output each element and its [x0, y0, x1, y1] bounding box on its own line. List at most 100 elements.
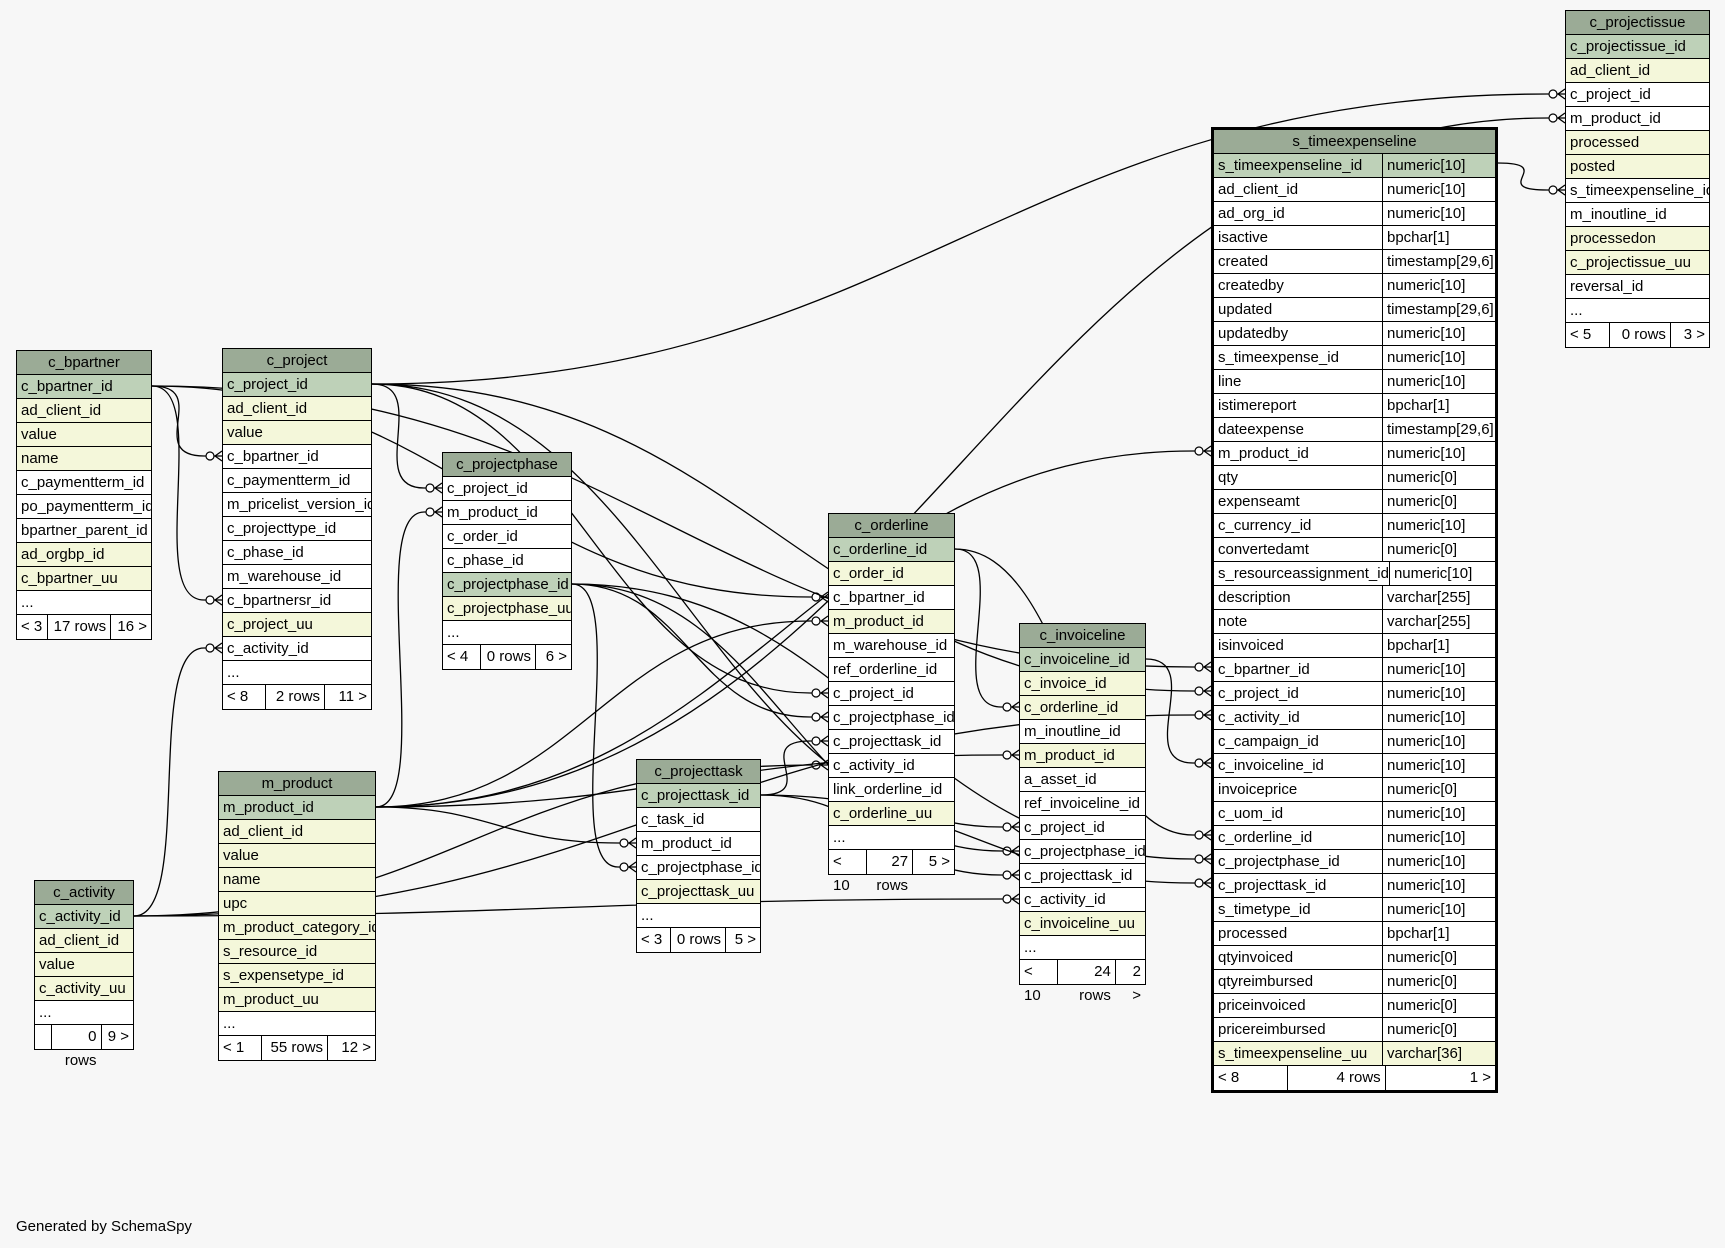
column-row[interactable]: ad_client_id [35, 929, 133, 953]
column-row[interactable]: m_product_id [637, 832, 760, 856]
column-row[interactable]: m_product_id [443, 501, 571, 525]
column-row[interactable]: c_activity_id [35, 905, 133, 929]
column-row[interactable]: reversal_id [1566, 275, 1709, 299]
column-row[interactable]: m_warehouse_id [223, 565, 371, 589]
parents-count[interactable]: < 5 [1566, 323, 1610, 347]
table-title[interactable]: c_project [223, 349, 371, 373]
column-row[interactable]: ... [829, 826, 954, 850]
column-row[interactable]: m_inoutline_id [1566, 203, 1709, 227]
children-count[interactable]: 5 > [928, 853, 950, 870]
column-row[interactable]: m_inoutline_id [1020, 720, 1145, 744]
children-count[interactable]: 12 > [341, 1039, 371, 1056]
column-row[interactable]: ad_client_id [219, 820, 375, 844]
column-row[interactable]: c_phase_id [223, 541, 371, 565]
column-row[interactable]: c_project_id [1020, 816, 1145, 840]
parents-count[interactable] [35, 1025, 52, 1049]
table-title[interactable]: c_projectissue [1566, 11, 1709, 35]
column-row[interactable]: s_expensetype_id [219, 964, 375, 988]
column-row[interactable]: processedon [1566, 227, 1709, 251]
children-count[interactable]: 11 > [338, 688, 368, 705]
column-row[interactable]: c_project_id [829, 682, 954, 706]
column-row[interactable]: c_paymentterm_id [17, 471, 151, 495]
column-row[interactable]: c_projectphase_uu [443, 597, 571, 621]
column-row[interactable]: ... [637, 904, 760, 928]
column-row[interactable]: c_project_id [443, 477, 571, 501]
column-row[interactable]: upc [219, 892, 375, 916]
children-count[interactable]: 2 > [1132, 963, 1141, 1004]
column-row[interactable]: c_projecttask_id [829, 730, 954, 754]
column-row[interactable]: c_projectphase_id [443, 573, 571, 597]
parents-count[interactable]: < 3 [637, 928, 672, 952]
table-title[interactable]: c_projectphase [443, 453, 571, 477]
column-row[interactable]: ... [1566, 299, 1709, 323]
column-row[interactable]: c_bpartner_id [223, 445, 371, 469]
children-count[interactable]: 9 > [107, 1028, 129, 1045]
column-row[interactable]: value [35, 953, 133, 977]
column-row[interactable]: ref_orderline_id [829, 658, 954, 682]
column-row[interactable]: link_orderline_id [829, 778, 954, 802]
children-count[interactable]: 3 > [1683, 326, 1705, 343]
column-row[interactable]: c_project_id [223, 373, 371, 397]
column-row[interactable]: c_order_id [443, 525, 571, 549]
children-count[interactable]: 1 > [1469, 1069, 1491, 1086]
column-row[interactable]: c_paymentterm_id [223, 469, 371, 493]
column-row[interactable]: c_order_id [829, 562, 954, 586]
column-row[interactable]: m_product_id [829, 610, 954, 634]
column-row[interactable]: value [223, 421, 371, 445]
table-title[interactable]: m_product [219, 772, 375, 796]
column-row[interactable]: m_pricelist_version_id [223, 493, 371, 517]
column-row[interactable]: ad_orgbp_id [17, 543, 151, 567]
column-row[interactable]: c_bpartner_id [17, 375, 151, 399]
column-row[interactable]: c_activity_uu [35, 977, 133, 1001]
column-row[interactable]: c_projectphase_id [1020, 840, 1145, 864]
children-count[interactable]: 6 > [545, 648, 567, 665]
column-row[interactable]: processed [1566, 131, 1709, 155]
column-row[interactable]: c_invoice_id [1020, 672, 1145, 696]
column-row[interactable]: bpartner_parent_id [17, 519, 151, 543]
column-row[interactable]: m_product_id [1020, 744, 1145, 768]
column-row[interactable]: name [17, 447, 151, 471]
column-row[interactable]: c_projecttype_id [223, 517, 371, 541]
column-row[interactable]: m_product_uu [219, 988, 375, 1012]
column-row[interactable]: value [219, 844, 375, 868]
column-row[interactable]: m_product_category_id [219, 916, 375, 940]
column-row[interactable]: c_orderline_uu [829, 802, 954, 826]
column-row[interactable]: c_projecttask_id [1020, 864, 1145, 888]
column-row[interactable]: c_task_id [637, 808, 760, 832]
column-row[interactable]: ... [219, 1012, 375, 1036]
column-row[interactable]: ad_client_id [1566, 59, 1709, 83]
column-row[interactable]: c_orderline_id [829, 538, 954, 562]
column-row[interactable]: c_orderline_id [1020, 696, 1145, 720]
column-row[interactable]: c_activity_id [1020, 888, 1145, 912]
column-row[interactable]: ... [443, 621, 571, 645]
column-row[interactable]: po_paymentterm_id [17, 495, 151, 519]
table-title[interactable]: c_projecttask [637, 760, 760, 784]
column-row[interactable]: m_product_id [1566, 107, 1709, 131]
parents-count[interactable]: < 4 [443, 645, 481, 669]
column-row[interactable]: c_invoiceline_id [1020, 648, 1145, 672]
column-row[interactable]: m_product_id [219, 796, 375, 820]
